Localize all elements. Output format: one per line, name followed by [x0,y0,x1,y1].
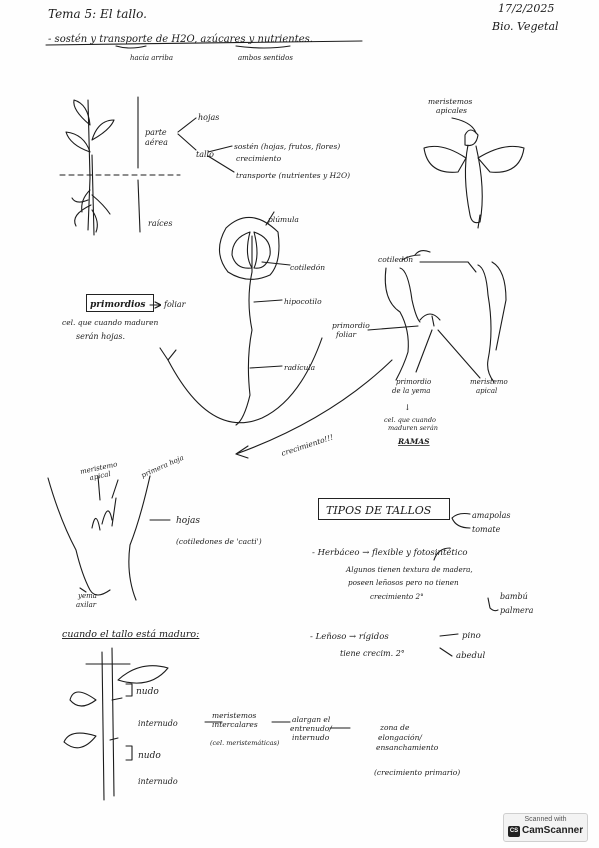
amapolas-label: amapolas [472,511,511,520]
primordios-title: primordios [90,300,146,310]
primordios-desc1: cel. que cuando maduren [62,318,159,327]
bud-drawing [367,249,507,383]
internudo2-label: internudo [138,777,178,786]
intro-line: - sostén y transporte de H2O, azúcares y… [48,34,313,45]
bambu-label: bambú [500,592,528,601]
crecimiento-arrow [235,359,393,455]
lenoso-line: - Leñoso → rígidos [310,631,389,642]
hojas-label: hojas [198,113,219,122]
tiene-crec-label: tiene crecim. 2° [340,649,405,658]
cotiledon-label: cotiledón [290,263,325,272]
primordios-box [86,294,154,312]
radicula-label: radícula [284,363,315,372]
maduro-arrows [204,721,351,729]
mature-stem-drawing [63,647,169,801]
intro-underline [45,40,363,46]
plant-drawing [59,96,181,236]
primordios-desc2: serán hojas. [76,332,125,341]
nudo-label: nudo [136,687,159,697]
tipos-title-box [318,498,450,520]
ramas-label: RAMAS [397,437,430,446]
primordios-foliar: foliar [163,300,187,309]
camscanner-badge: Scanned with CS CamScanner [503,813,588,842]
date: 17/2/2025 [498,2,554,15]
crecimiento-primario-label: (crecimiento primario) [374,768,460,777]
maduro-title: cuando el tallo está maduro: [62,629,199,640]
crecimiento-text: crecimiento!!! [280,433,334,458]
brace-h2o [115,45,147,49]
subject: Bio. Vegetal [491,20,559,33]
plant-branches [177,117,235,173]
primera-hoja-label: primera hoja [140,454,185,480]
tipos-nota3: crecimiento 2° [370,592,424,601]
brace-amapolas [451,512,471,529]
apical-meristem-drawing [423,117,525,229]
curve-to-primordios [167,337,323,424]
nudo2-label: nudo [138,751,161,761]
plumula-label: plúmula [268,215,299,224]
page-title: Tema 5: El tallo. [48,7,147,21]
hacia-arriba: hacia arriba [130,54,173,62]
brace-azucares [235,45,291,49]
internudo-label: internudo [138,719,178,728]
tipos-title: TIPOS DE TALLOS [326,504,432,517]
hipocotilo-label: hipocotilo [284,297,322,306]
bud-arrow-down: ↓ [404,403,411,412]
abedul-label: abedul [456,651,485,661]
tipos-nota1: Algunos tienen textura de madera, [345,565,473,574]
palmera-label: palmera [500,606,534,615]
tomate-label: tomate [472,525,501,534]
seedling-drawing [218,211,291,426]
tallo-label: tallo [196,150,214,159]
camscanner-logo-icon: CS [508,826,520,837]
cotiledones-label: (cotiledones de 'cacti') [176,537,262,546]
coleoptilo-label: cotiledón [378,255,413,264]
cel-meristematicas-label: (cel. meristemáticas) [210,739,280,747]
pino-label: pino [462,631,481,641]
crecimiento-label: crecimiento [236,154,282,163]
apex-meristemo-label: meristemoapical [79,460,119,484]
herbaceo-line: - Herbáceo → flexible y fotosintético [312,547,467,558]
scanned-with-text: Scanned with [524,816,567,823]
camscanner-name: CamScanner [522,825,584,836]
ambos-sentidos: ambos sentidos [238,54,293,62]
transporte-label: transporte (nutrientes y H2O) [236,171,350,180]
sosten-label: sostén (hojas, frutos, flores) [234,142,340,151]
raices-label: raíces [148,219,172,228]
tipos-nota2: poseen leñosos pero no tienen [348,578,459,587]
apex-drawing [47,475,171,601]
apex-hojas-label: hojas [176,516,200,526]
